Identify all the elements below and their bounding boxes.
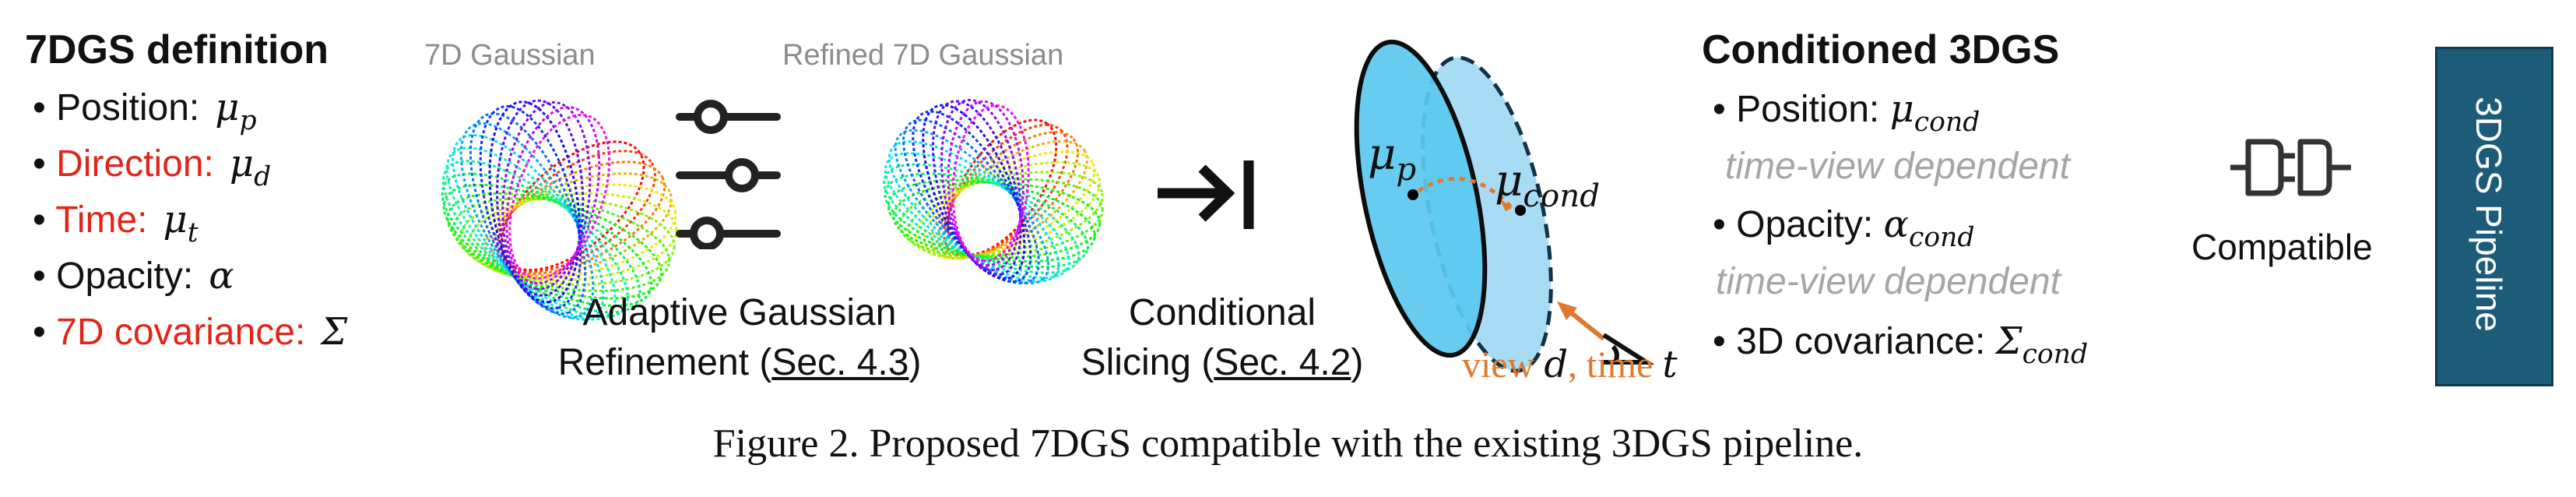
gaussian-loop bbox=[445, 146, 617, 321]
gaussian-loop bbox=[508, 113, 611, 280]
definition-item-subscript: p bbox=[239, 105, 257, 137]
gaussian-loop bbox=[887, 178, 1096, 263]
gaussian-loop bbox=[479, 105, 582, 310]
refinement-line2: Refinement (Sec. 4.3) bbox=[557, 342, 922, 383]
gaussian-7d-figure bbox=[441, 99, 678, 321]
cond-covariance-item: • 3D covariance: Σcond bbox=[1713, 319, 2089, 371]
gaussian-loop bbox=[452, 133, 605, 321]
gaussian-loop bbox=[947, 100, 1024, 267]
definition-item-label: Opacity: bbox=[56, 256, 194, 297]
compatible-label: Compatible bbox=[2191, 227, 2373, 267]
definition-item-symbol: α bbox=[209, 254, 234, 298]
sec-4-3-link[interactable]: Sec. 4.3 bbox=[771, 342, 909, 383]
definition-item: • Position:μp bbox=[33, 86, 257, 137]
refinement-line1: Adaptive Gaussian bbox=[582, 292, 897, 333]
sec-4-2-link[interactable]: Sec. 4.2 bbox=[1214, 342, 1351, 383]
definition-item-label: Time: bbox=[55, 199, 148, 241]
refined-gaussian-figure bbox=[883, 98, 1104, 285]
sliders-icon bbox=[676, 100, 781, 249]
conditioned-title: Conditioned 3DGS bbox=[1702, 27, 2060, 72]
definition-item-symbol: μ bbox=[215, 86, 240, 129]
slicing-line1: Conditional bbox=[1128, 292, 1316, 333]
gaussian-loop bbox=[488, 100, 581, 304]
original-gaussian-ellipse bbox=[1354, 39, 1488, 358]
view-angle-icon bbox=[1602, 333, 1655, 365]
cond-position-item: • Position: μcond bbox=[1713, 87, 1980, 139]
refined-gaussian-label: Refined 7D Gaussian bbox=[782, 39, 1064, 72]
definition-item: • Opacity:α bbox=[33, 254, 234, 298]
slicing-line2: Slicing (Sec. 4.2) bbox=[1081, 342, 1364, 383]
definition-item: • 7D covariance:Σ bbox=[33, 310, 348, 354]
cond-opacity-item: • Opacity: αcond bbox=[1713, 203, 1975, 254]
gaussian-loop bbox=[923, 150, 1096, 260]
gaussian-loop bbox=[931, 100, 1022, 277]
mu-p-point bbox=[1407, 189, 1418, 200]
slicing-step-label: Conditional Slicing (Sec. 4.2) bbox=[1043, 288, 1401, 388]
definition-item-symbol: μ bbox=[163, 198, 188, 241]
definition-item-symbol: μ bbox=[229, 142, 255, 185]
definition-title: 7DGS definition bbox=[25, 27, 329, 72]
cond-position-note: time-view dependent bbox=[1725, 146, 2070, 187]
definition-item: • Direction:μd bbox=[33, 142, 272, 193]
gaussian-loop bbox=[469, 112, 587, 315]
view-time-label: view d, time t bbox=[1462, 343, 1678, 386]
gaussian-loop bbox=[884, 152, 1070, 280]
gaussian-loop bbox=[467, 192, 678, 282]
gaussian-loop bbox=[943, 123, 1069, 258]
mu-p-label: μp bbox=[1368, 129, 1417, 189]
gaussian-loop bbox=[459, 122, 595, 319]
definition-item-label: 7D covariance: bbox=[56, 312, 306, 353]
refinement-step-label: Adaptive Gaussian Refinement (Sec. 4.3) bbox=[545, 288, 934, 388]
arrow-to-bar-icon bbox=[1158, 160, 1254, 229]
plug-compatible-icon bbox=[2230, 139, 2351, 196]
gaussian-loop bbox=[894, 129, 1050, 285]
definition-item-subscript: t bbox=[187, 217, 199, 249]
gaussian-loop bbox=[483, 172, 673, 277]
gaussian-loop bbox=[951, 104, 1030, 263]
definition-item-symbol: Σ bbox=[321, 310, 348, 354]
3dgs-pipeline-box bbox=[2435, 47, 2553, 386]
conditional-slicing-ellipses bbox=[1354, 39, 1655, 373]
figure-caption: Figure 2. Proposed 7DGS compatible with … bbox=[712, 421, 1864, 466]
definition-item-label: Position: bbox=[56, 87, 200, 129]
definition-item-label: Direction: bbox=[56, 143, 214, 185]
mu-cond-label: μcond bbox=[1495, 156, 1601, 215]
definition-item: • Time:μt bbox=[33, 198, 199, 249]
shift-arrow bbox=[1417, 176, 1513, 210]
gaussian-loop bbox=[505, 106, 601, 285]
definition-item-subscript: d bbox=[254, 161, 272, 193]
mu-cond-point bbox=[1515, 205, 1526, 216]
cond-opacity-note: time-view dependent bbox=[1716, 261, 2061, 302]
gaussian-label: 7D Gaussian bbox=[424, 39, 596, 72]
gaussian-loop bbox=[452, 197, 671, 292]
gaussian-loop bbox=[459, 197, 676, 286]
3dgs-pipeline-label: 3DGS Pipeline bbox=[2469, 97, 2509, 332]
gaussian-loop bbox=[501, 100, 592, 291]
gaussian-loop bbox=[922, 104, 1026, 280]
gaussian-loop bbox=[887, 140, 1060, 283]
gaussian-loop bbox=[902, 118, 1040, 285]
